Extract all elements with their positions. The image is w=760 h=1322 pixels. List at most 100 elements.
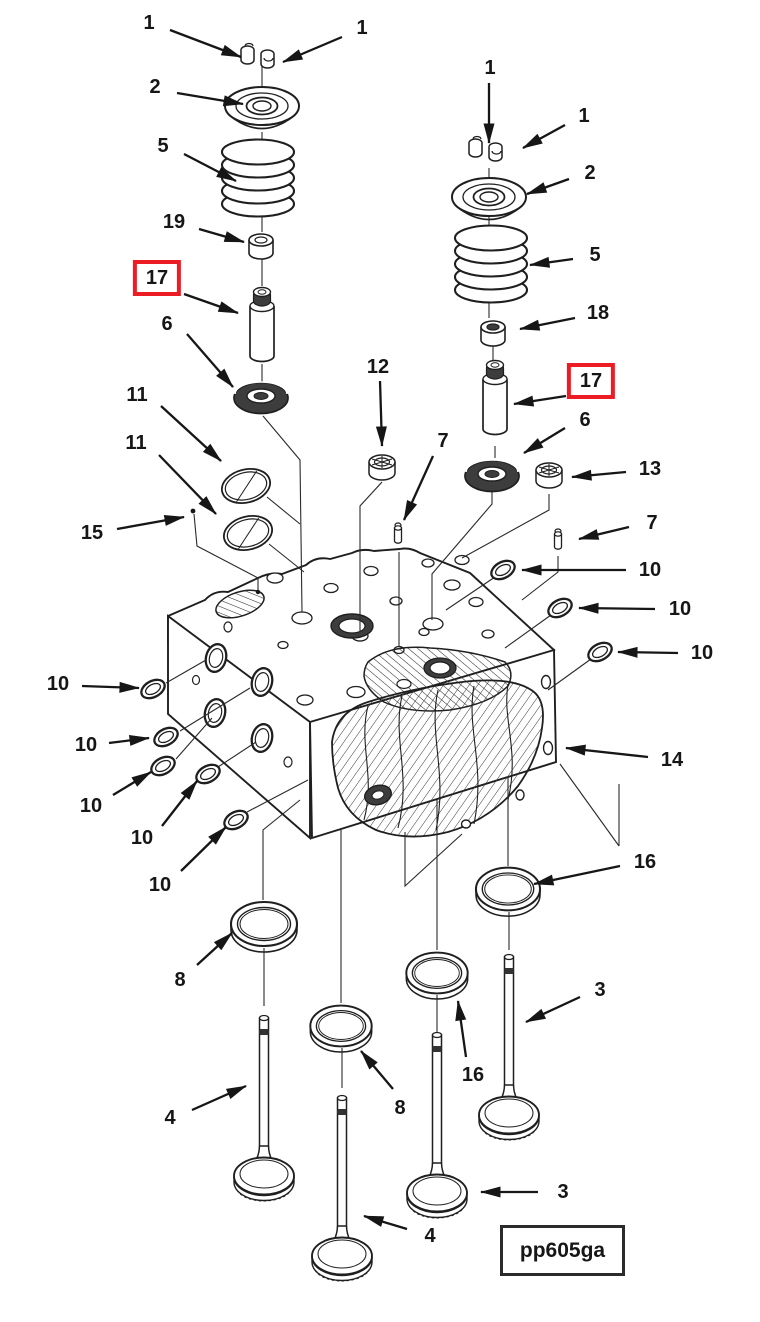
valve-spring-right <box>453 224 529 304</box>
valve-keepers-left <box>240 42 275 69</box>
callout-arrow-13 <box>571 469 627 481</box>
bushing-18 <box>480 320 506 347</box>
callout-label-10: 10 <box>690 642 714 664</box>
callout-label-1: 1 <box>484 57 496 79</box>
callout-label-19: 19 <box>162 211 186 233</box>
valve-spring-left <box>220 138 296 218</box>
callout-arrow-5 <box>183 152 237 183</box>
seat-insert-8b <box>309 1004 373 1054</box>
callout-label-5: 5 <box>157 135 169 157</box>
stem-seal-right-6 <box>464 459 520 493</box>
callout-arrow-4 <box>191 1084 247 1112</box>
oring-10h <box>584 637 616 667</box>
figure-code-box: pp605ga <box>500 1225 625 1276</box>
callout-arrow-7 <box>402 455 435 521</box>
oring-10c <box>147 751 179 781</box>
callout-arrow-6 <box>523 427 566 454</box>
callout-arrow-5 <box>529 256 574 268</box>
dowel-pin-7a <box>393 522 403 544</box>
callout-label-5: 5 <box>589 244 601 266</box>
ball-15 <box>190 508 196 514</box>
callout-label-17-highlighted: 17 <box>132 260 182 296</box>
oring-10e <box>220 805 252 835</box>
dowel-pin-7b <box>553 528 563 550</box>
callout-label-12: 12 <box>366 356 390 378</box>
seat-insert-16a <box>405 951 469 1001</box>
callout-label-16: 16 <box>461 1064 485 1086</box>
callout-arrow-11 <box>160 405 222 462</box>
callout-label-6: 6 <box>161 313 173 335</box>
cup-plug-11a <box>217 463 275 509</box>
plug-13 <box>535 462 563 489</box>
callout-arrow-15 <box>116 515 185 531</box>
callout-label-8: 8 <box>394 1097 406 1119</box>
callout-label-15: 15 <box>80 522 104 544</box>
alignment-lines <box>165 66 620 1088</box>
plug-12 <box>368 454 396 481</box>
callout-label-17-highlighted: 17 <box>566 363 616 399</box>
callout-arrow-10 <box>161 780 198 827</box>
callout-arrow-1 <box>169 28 242 59</box>
callout-label-11: 11 <box>126 384 148 406</box>
callout-label-10: 10 <box>130 827 154 849</box>
callout-arrow-1 <box>282 35 343 64</box>
callout-label-10: 10 <box>74 734 98 756</box>
callout-arrow-4 <box>363 1214 408 1231</box>
callout-label-10: 10 <box>46 673 70 695</box>
callout-arrow-19 <box>198 227 245 244</box>
callout-arrow-1 <box>522 123 566 150</box>
callout-arrow-18 <box>519 316 576 331</box>
callout-label-8: 8 <box>174 969 186 991</box>
callout-label-13: 13 <box>638 458 662 480</box>
callout-label-6: 6 <box>579 409 591 431</box>
callout-label-1: 1 <box>578 105 590 127</box>
valve-guide-right-17 <box>482 359 508 436</box>
valve-3b <box>478 953 540 1141</box>
callout-arrow-10 <box>180 826 227 872</box>
valve-3a <box>406 1031 468 1219</box>
callout-label-2: 2 <box>584 162 596 184</box>
callout-arrow-7 <box>578 525 630 541</box>
callout-label-3: 3 <box>557 1181 569 1203</box>
spring-retainer-left <box>224 86 300 130</box>
seat-insert-8a <box>229 900 299 954</box>
callout-arrow-8 <box>360 1050 394 1090</box>
callout-arrow-10 <box>617 646 679 658</box>
valve-guide-left-17 <box>249 286 275 363</box>
callout-arrow-14 <box>565 744 649 759</box>
stem-seal-left-6 <box>233 381 289 415</box>
callout-arrow-10 <box>112 771 152 796</box>
callout-label-7: 7 <box>437 430 449 452</box>
callout-arrow-3 <box>525 995 581 1024</box>
callout-arrow-2 <box>176 91 244 107</box>
callout-arrow-10 <box>108 734 150 746</box>
callout-label-1: 1 <box>356 17 368 39</box>
callout-arrow-17 <box>183 292 239 315</box>
callout-label-18: 18 <box>586 302 610 324</box>
callout-label-3: 3 <box>594 979 606 1001</box>
callout-label-1: 1 <box>143 12 155 34</box>
callout-label-10: 10 <box>79 795 103 817</box>
callout-label-4: 4 <box>424 1225 436 1247</box>
cup-plug-11b <box>219 510 277 556</box>
callout-label-7: 7 <box>646 512 658 534</box>
callout-arrows <box>81 28 679 1231</box>
valve-keepers-right <box>468 135 503 162</box>
bushing-19 <box>248 233 274 260</box>
parts <box>137 42 616 1282</box>
oring-10b <box>150 722 182 752</box>
oring-10d <box>192 759 224 789</box>
callout-label-10: 10 <box>148 874 172 896</box>
callout-arrow-17 <box>513 394 567 407</box>
seat-insert-16b <box>474 866 542 918</box>
oring-10a <box>137 674 169 704</box>
spring-retainer-right <box>451 177 527 221</box>
callout-arrow-10 <box>81 681 140 693</box>
callout-arrow-11 <box>158 454 217 515</box>
callout-label-10: 10 <box>668 598 692 620</box>
callout-label-4: 4 <box>164 1107 176 1129</box>
callout-arrow-2 <box>526 177 570 196</box>
callout-label-16: 16 <box>633 851 657 873</box>
